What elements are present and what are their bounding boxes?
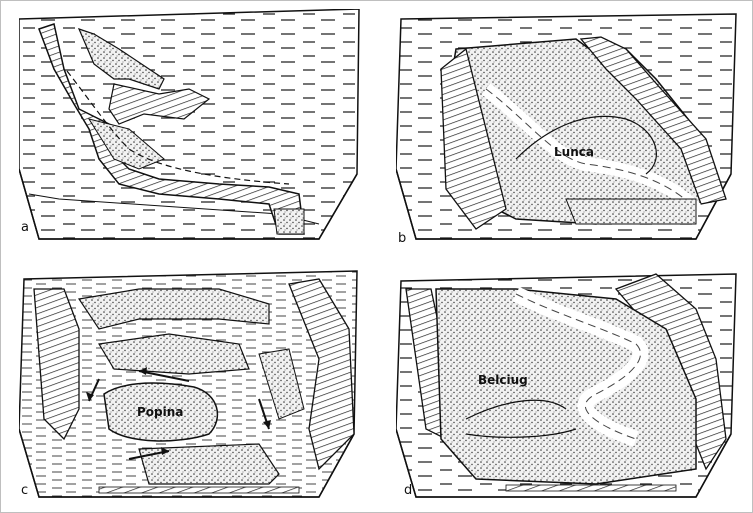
block-diagram-a <box>19 9 364 241</box>
panel-letter-d: d <box>404 483 412 498</box>
panel-letter-b: b <box>398 231 406 246</box>
panel-a: a <box>19 9 364 241</box>
panel-c: Popina c <box>19 269 364 501</box>
panel-letter-a: a <box>21 220 29 235</box>
panel-b: Lunca b <box>396 9 741 241</box>
landform-label-lunca: Lunca <box>554 145 594 159</box>
landform-label-popina: Popina <box>137 405 183 419</box>
block-diagram-d <box>396 269 741 501</box>
block-diagram-c <box>19 269 364 501</box>
panel-letter-c: c <box>21 483 28 498</box>
landform-label-belciug: Belciug <box>478 373 528 387</box>
block-diagram-b <box>396 9 741 241</box>
panel-d: Belciug d <box>396 269 741 501</box>
